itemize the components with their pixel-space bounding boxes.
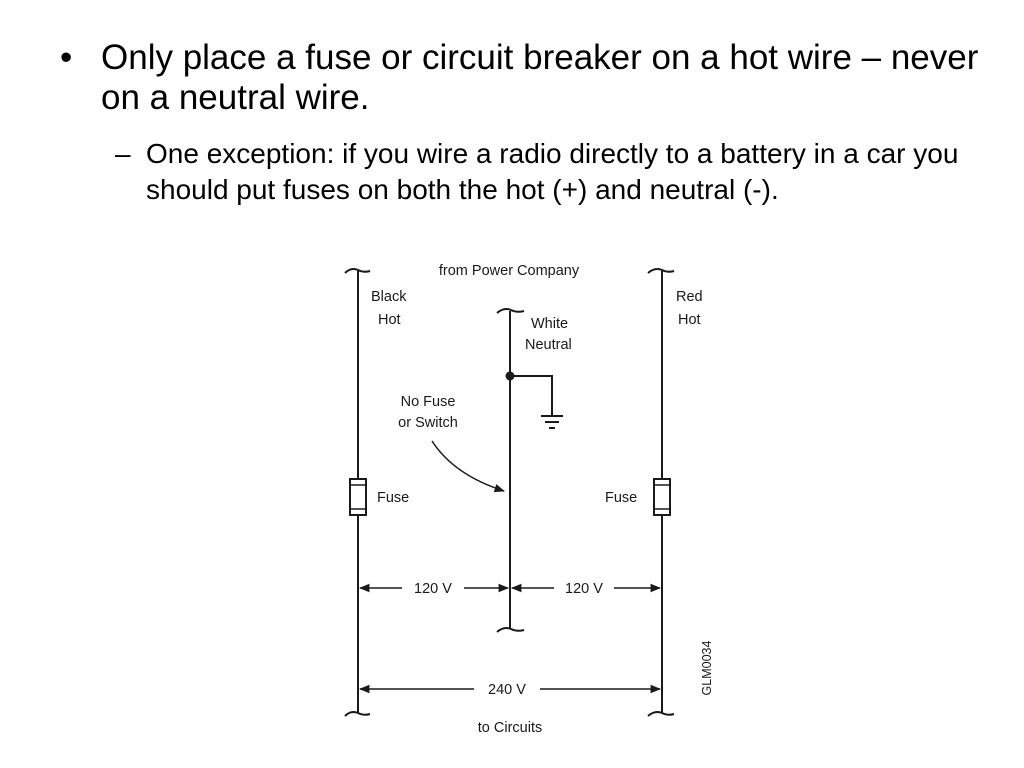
fuse-label-left: Fuse xyxy=(377,490,409,506)
white-neutral-wire xyxy=(496,308,525,633)
nofuse-label-2: or Switch xyxy=(398,415,458,431)
bullet-marker: • xyxy=(60,38,73,77)
voltage-label-left: 120 V xyxy=(414,581,452,597)
bottom-label: to Circuits xyxy=(478,720,542,735)
red-label-1: Red xyxy=(676,289,703,305)
black-label-2: Hot xyxy=(378,312,401,328)
red-label-2: Hot xyxy=(678,312,701,328)
voltage-arrows xyxy=(358,583,662,694)
fuse-right-icon xyxy=(653,478,671,516)
white-label-1: White xyxy=(531,316,568,332)
wiring-diagram-svg: from Power Company Black Hot White Neutr… xyxy=(344,263,714,735)
sub-bullet-text: One exception: if you wire a radio direc… xyxy=(146,138,959,205)
sub-bullet-marker: – xyxy=(115,138,131,169)
wiring-diagram: from Power Company Black Hot White Neutr… xyxy=(342,263,714,735)
voltage-label-right: 120 V xyxy=(565,581,603,597)
black-label-1: Black xyxy=(371,289,407,305)
top-label: from Power Company xyxy=(439,263,580,279)
pointer-arrow xyxy=(431,440,505,493)
main-bullet-text: Only place a fuse or circuit breaker on … xyxy=(101,38,979,117)
voltage-label-total: 240 V xyxy=(488,682,526,698)
nofuse-label-1: No Fuse xyxy=(401,394,456,410)
ground-icon xyxy=(505,371,563,429)
fuse-left-icon xyxy=(349,478,367,516)
figure-id: GLM0034 xyxy=(700,641,714,696)
white-label-2: Neutral xyxy=(525,337,572,353)
fuse-label-right: Fuse xyxy=(605,490,637,506)
